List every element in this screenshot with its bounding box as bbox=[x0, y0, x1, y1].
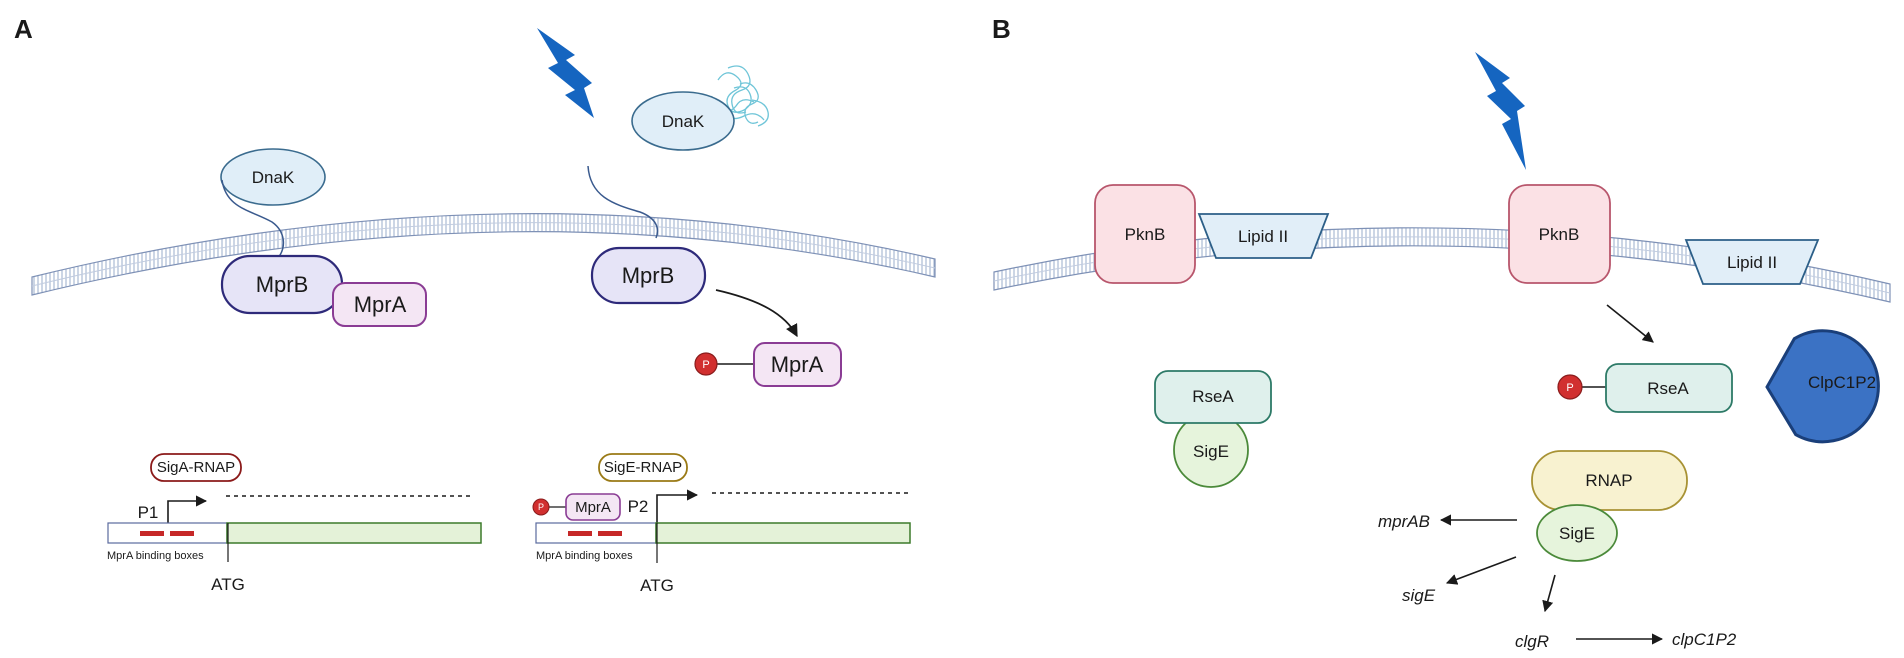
svg-text:MprA: MprA bbox=[354, 292, 407, 317]
membrane-a bbox=[31, 213, 936, 296]
stress-lightning-icon bbox=[1475, 52, 1526, 170]
svg-text:MprB: MprB bbox=[622, 263, 675, 288]
rnap-sige-holoenzyme: RNAP SigE bbox=[1531, 450, 1688, 562]
svg-text:SigE: SigE bbox=[1193, 442, 1229, 461]
lipid-ii-right: Lipid II bbox=[1684, 239, 1820, 285]
svg-text:Lipid II: Lipid II bbox=[1238, 227, 1288, 246]
target-gene-mprab: mprAB bbox=[1378, 512, 1430, 531]
svg-text:DnaK: DnaK bbox=[662, 112, 705, 131]
svg-text:MprB: MprB bbox=[256, 272, 309, 297]
svg-text:ATG: ATG bbox=[640, 576, 674, 595]
target-gene-clpc1p2: clpC1P2 bbox=[1672, 630, 1737, 649]
svg-text:PknB: PknB bbox=[1539, 225, 1580, 244]
svg-text:PknB: PknB bbox=[1125, 225, 1166, 244]
svg-text:RseA: RseA bbox=[1647, 379, 1689, 398]
mprb-right: MprB bbox=[590, 246, 707, 305]
svg-text:P: P bbox=[702, 359, 709, 371]
clgr-arrow bbox=[1542, 574, 1556, 613]
svg-text:MprA binding boxes: MprA binding boxes bbox=[536, 550, 633, 562]
stress-lightning-icon bbox=[537, 28, 594, 118]
dnak-bound: DnaK bbox=[220, 148, 326, 206]
svg-text:MprA binding boxes: MprA binding boxes bbox=[107, 550, 204, 562]
pknb-activation-arrow bbox=[1606, 304, 1654, 343]
svg-text:SigE: SigE bbox=[1559, 524, 1595, 543]
svg-text:MprA: MprA bbox=[575, 499, 611, 516]
sige-arrow bbox=[1445, 556, 1517, 585]
target-gene-sige: sigE bbox=[1402, 586, 1436, 605]
svg-text:SigA-RNAP: SigA-RNAP bbox=[157, 459, 235, 476]
promoter-p2-diagram: SigE-RNAP P MprA P2 MprA binding boxes A… bbox=[532, 453, 912, 595]
mprb-left: MprB bbox=[220, 254, 344, 315]
svg-text:Lipid II: Lipid II bbox=[1727, 253, 1777, 272]
svg-text:P: P bbox=[538, 502, 544, 512]
rsea-sige-complex: SigE RseA bbox=[1154, 370, 1272, 488]
svg-text:ClpC1P2: ClpC1P2 bbox=[1808, 373, 1876, 392]
pknb-left: PknB bbox=[1094, 184, 1196, 284]
promoter-p1-diagram: SigA-RNAP P1 MprA binding boxes ATG bbox=[107, 453, 482, 594]
lipid-ii-left: Lipid II bbox=[1197, 213, 1330, 259]
svg-text:DnaK: DnaK bbox=[252, 168, 295, 187]
svg-text:ATG: ATG bbox=[211, 575, 245, 594]
svg-text:SigE-RNAP: SigE-RNAP bbox=[604, 459, 682, 476]
mpra-left: MprA bbox=[332, 282, 427, 327]
svg-text:RNAP: RNAP bbox=[1585, 471, 1632, 490]
dnak-free: DnaK bbox=[631, 91, 735, 151]
mprb-tether-line bbox=[587, 165, 659, 239]
svg-text:MprA: MprA bbox=[771, 352, 824, 377]
rsea-phosphorylated: P RseA bbox=[1557, 363, 1733, 413]
target-gene-clgr: clgR bbox=[1515, 632, 1549, 651]
svg-text:P: P bbox=[1566, 382, 1573, 394]
svg-text:P2: P2 bbox=[628, 497, 649, 516]
mpra-phosphorylated: P MprA bbox=[694, 342, 842, 387]
svg-text:P1: P1 bbox=[138, 503, 159, 522]
clpc1p2-protease: ClpC1P2 bbox=[1765, 329, 1880, 444]
svg-text:RseA: RseA bbox=[1192, 387, 1234, 406]
panel-a-label: A bbox=[14, 14, 33, 44]
panel-b-label: B bbox=[992, 14, 1011, 44]
phosphotransfer-arrow bbox=[715, 289, 798, 338]
pknb-right: PknB bbox=[1508, 184, 1611, 284]
dnak-tether-line bbox=[221, 179, 285, 259]
